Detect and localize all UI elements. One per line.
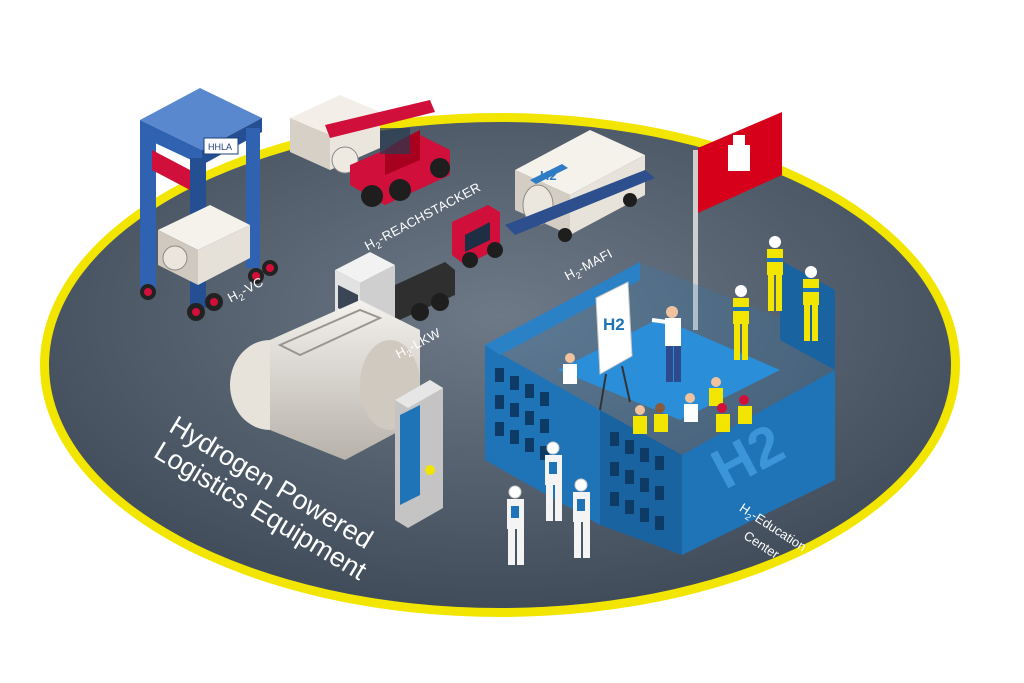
hydrogen-tank — [230, 300, 443, 528]
presenter — [651, 306, 681, 382]
flipchart: H2 — [595, 281, 633, 411]
seated-participants — [563, 353, 752, 434]
building-windows — [495, 368, 664, 530]
white-coverall-workers — [507, 441, 590, 565]
container-h2-text: H2 — [540, 168, 557, 183]
straddle-carrier: HHLA — [140, 88, 278, 321]
mafi-trailer: H2 — [452, 130, 655, 268]
hamburg-flag — [693, 112, 782, 330]
reachstacker — [290, 95, 450, 207]
hi-vis-workers — [733, 236, 819, 360]
crane-brand-text: HHLA — [208, 142, 232, 152]
flipchart-h2-text: H2 — [603, 315, 625, 334]
